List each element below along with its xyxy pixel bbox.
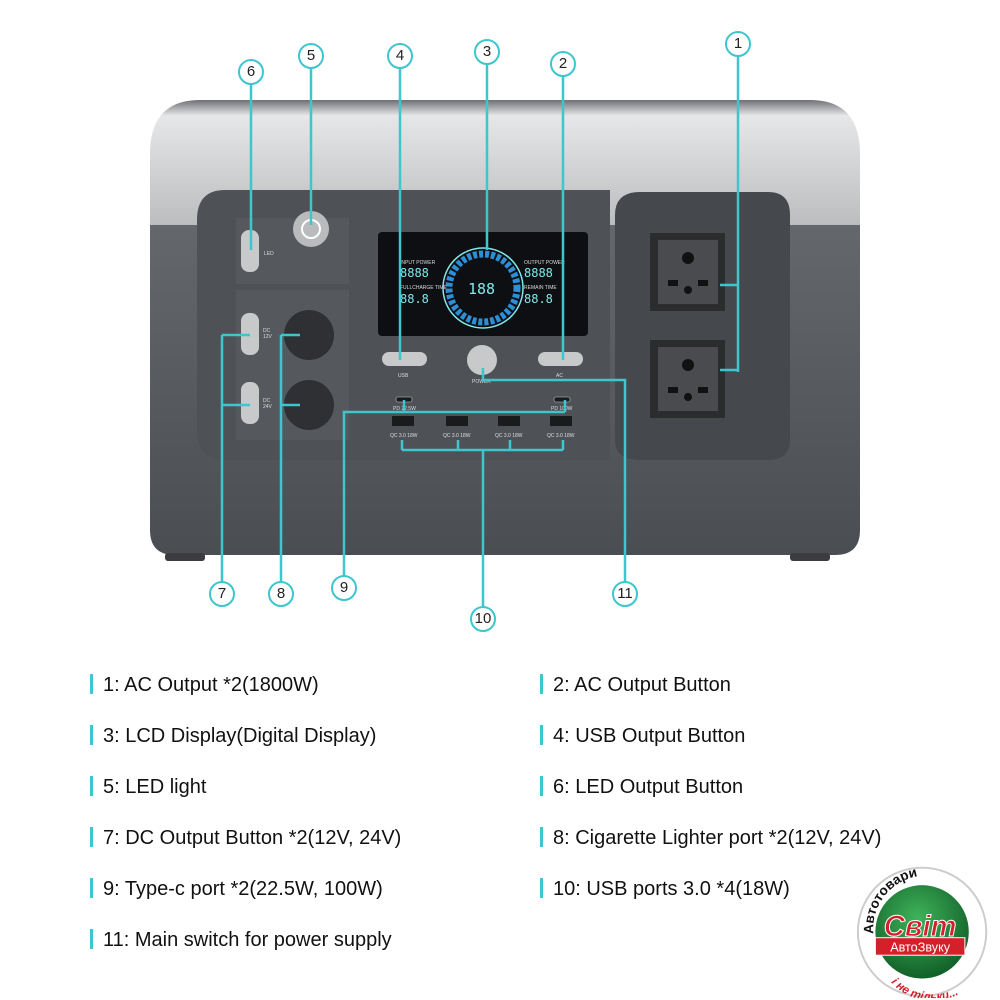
svit-avtozvuku-logo: Автотовари Світ АвтоЗвуку і не тільки... [856,864,988,998]
svg-text:USB: USB [398,373,409,379]
legend-item: 3: LCD Display(Digital Display) [90,725,376,748]
svg-text:88.8: 88.8 [400,292,429,306]
svg-text:8888: 8888 [400,266,429,280]
svg-text:24V: 24V [263,404,273,410]
callout-8: 8 [268,581,294,607]
svg-text:AC: AC [556,373,563,379]
svg-text:LED: LED [264,251,274,257]
svg-text:АвтоЗвуку: АвтоЗвуку [890,940,951,954]
callout-6: 6 [238,59,264,85]
cigarette-port-12v [284,310,334,360]
svg-text:8888: 8888 [524,266,553,280]
callout-10: 10 [470,606,496,632]
legend-item: 5: LED light [90,776,206,799]
usb-output-button [382,352,427,366]
outlet-panel [615,192,790,460]
callout-5: 5 [298,43,324,69]
led-light [293,211,329,247]
svg-text:88.8: 88.8 [524,292,553,306]
svg-text:INPUT POWER: INPUT POWER [400,260,436,266]
legend-item: 2: AC Output Button [540,674,731,697]
legend-item: 9: Type-c port *2(22.5W, 100W) [90,878,383,901]
legend-item: 11: Main switch for power supply [90,929,392,952]
svg-text:POWER: POWER [472,379,491,385]
svg-text:DC: DC [263,328,271,334]
legend-item: 4: USB Output Button [540,725,745,748]
svg-text:REMAIN TIME: REMAIN TIME [524,285,557,291]
callout-7: 7 [209,581,235,607]
callout-11: 11 [612,581,638,607]
legend-item: 6: LED Output Button [540,776,743,799]
legend-item: 10: USB ports 3.0 *4(18W) [540,878,790,901]
svg-text:188: 188 [468,280,495,298]
callout-lines [220,56,740,607]
svg-text:12V: 12V [263,334,273,340]
legend-item: 1: AC Output *2(1800W) [90,674,319,697]
svg-text:FULLCHARGE TIME: FULLCHARGE TIME [400,285,448,291]
usb-port-4 [550,416,572,426]
svg-text:OUTPUT POWER: OUTPUT POWER [524,260,565,266]
svg-text:і не тільки...: і не тільки... [889,975,960,998]
ac-output-button [538,352,583,366]
callout-2: 2 [550,51,576,77]
callout-4: 4 [387,43,413,69]
cigarette-port-24v [284,380,334,430]
callout-3: 3 [474,39,500,65]
svg-text:Світ: Світ [884,911,957,943]
callout-9: 9 [331,575,357,601]
svg-text:QC 3.0 18W: QC 3.0 18W [443,433,471,439]
lcd-display: 188 INPUT POWER 8888 FULLCHARGE TIME 88.… [378,232,588,336]
svg-text:QC 3.0 18W: QC 3.0 18W [547,433,575,439]
led-output-button [241,230,259,272]
type-c-port-right [553,396,571,403]
svg-text:PD 100W: PD 100W [551,406,573,412]
usb-port-1 [392,416,414,426]
power-button [467,345,497,375]
usb-port-2 [446,416,468,426]
ac-outlet-bottom [650,340,725,418]
legend-item: 7: DC Output Button *2(12V, 24V) [90,827,401,850]
svg-text:DC: DC [263,398,271,404]
usb-port-3 [498,416,520,426]
svg-text:QC 3.0 18W: QC 3.0 18W [495,433,523,439]
ac-outlet-top [650,233,725,311]
legend-item: 8: Cigarette Lighter port *2(12V, 24V) [540,827,881,850]
svg-text:QC 3.0 18W: QC 3.0 18W [390,433,418,439]
callout-1: 1 [725,31,751,57]
dc-24v-button [241,382,259,424]
